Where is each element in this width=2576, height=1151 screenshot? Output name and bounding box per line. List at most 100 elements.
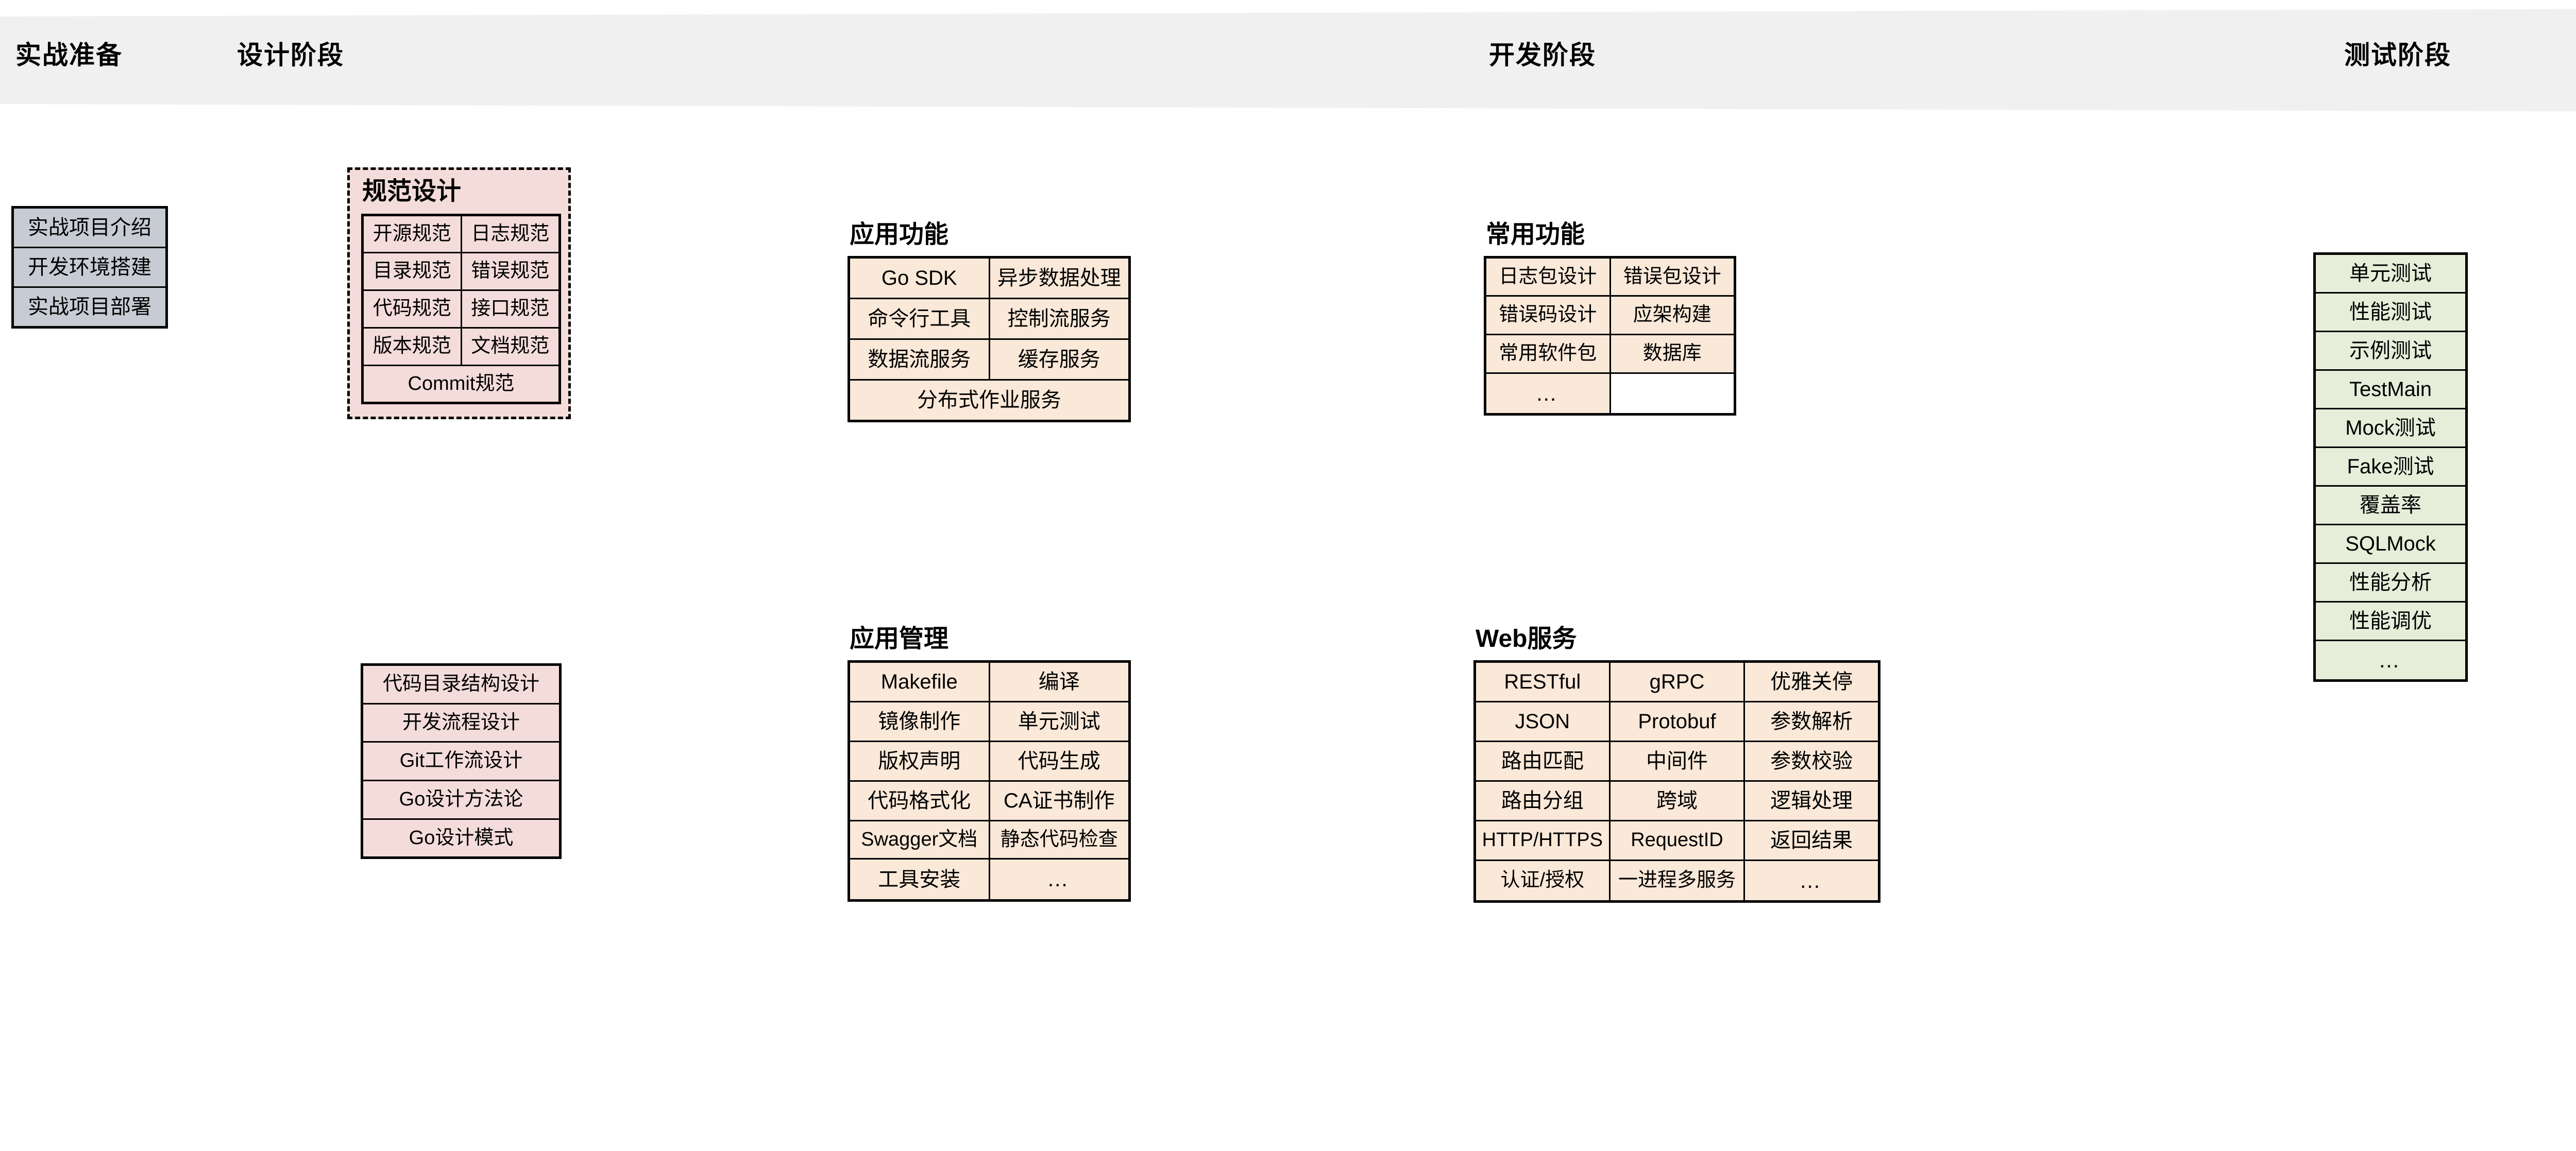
cell[interactable]: 跨域 [1608,780,1745,821]
table-row: TestMain [2314,369,2467,409]
table-row: HTTP/HTTPS RequestID 返回结果 [1474,819,1880,861]
cell[interactable]: 缓存服务 [988,338,1130,381]
table-row: 镜像制作 单元测试 [848,700,1130,742]
cell[interactable]: 应架构建 [1609,295,1736,336]
cell[interactable]: 版本规范 [362,327,462,366]
cell[interactable]: 错误规范 [460,252,561,291]
cell[interactable]: Makefile [848,660,990,702]
cell[interactable]: 文档规范 [460,327,561,366]
cell[interactable]: 控制流服务 [988,297,1130,340]
cell-ellipsis[interactable]: … [1484,372,1611,416]
table-row: 性能调优 [2314,601,2467,641]
table-row: 代码规范 接口规范 [362,289,561,329]
cell[interactable]: 优雅关停 [1743,660,1880,702]
banner-arrow-shape [0,9,2576,112]
cell[interactable]: 一进程多服务 [1608,859,1745,903]
cell-ellipsis[interactable]: … [2314,639,2467,682]
cell[interactable]: 目录规范 [362,252,462,291]
table-row: 开源规范 日志规范 [362,214,561,254]
cell[interactable]: 错误包设计 [1609,256,1736,297]
cell[interactable]: 数据流服务 [848,338,990,381]
group-spec-design: 规范设计 开源规范 日志规范 目录规范 错误规范 代码规范 接口规范 版本规范 … [347,167,571,420]
cell[interactable]: Go设计模式 [361,818,561,859]
cell[interactable]: 命令行工具 [848,297,990,340]
cell[interactable]: 逻辑处理 [1743,780,1880,821]
cell[interactable]: 覆盖率 [2314,485,2467,525]
web-service-table: RESTful gRPC 优雅关停 JSON Protobuf 参数解析 路由匹… [1473,660,1880,903]
cell[interactable]: 日志包设计 [1484,256,1611,297]
cell[interactable]: 返回结果 [1743,819,1880,861]
cell[interactable]: 代码格式化 [848,780,990,821]
cell[interactable]: 分布式作业服务 [848,379,1130,422]
cell[interactable]: TestMain [2314,369,2467,409]
cell-ellipsis[interactable]: … [988,858,1130,901]
cell[interactable]: 镜像制作 [848,700,990,742]
cell[interactable]: Fake测试 [2314,446,2467,487]
cell[interactable]: 示例测试 [2314,331,2467,371]
cell[interactable]: 实战项目介绍 [12,207,167,248]
cell[interactable]: 代码生成 [988,740,1130,782]
cell[interactable]: 开发环境搭建 [12,247,167,288]
cell[interactable]: 参数校验 [1743,740,1880,782]
table-row: 工具安装 … [848,858,1130,901]
cell[interactable]: RESTful [1474,660,1611,702]
table-row: 实战项目部署 [12,286,167,328]
cell[interactable]: 认证/授权 [1474,859,1611,903]
table-row: 代码目录结构设计 [361,664,561,705]
group-title: 规范设计 [362,178,462,205]
testing-table: 单元测试 性能测试 示例测试 TestMain Mock测试 Fake测试 覆盖… [2313,252,2468,682]
cell[interactable]: Protobuf [1608,700,1745,742]
table-row: 路由分组 跨域 逻辑处理 [1474,780,1880,821]
cell[interactable]: 中间件 [1608,740,1745,782]
cell[interactable]: 路由分组 [1474,780,1611,821]
cell[interactable]: Git工作流设计 [361,741,561,782]
table-row: 示例测试 [2314,331,2467,371]
cell[interactable]: Go SDK [848,256,990,299]
cell[interactable]: 常用软件包 [1484,334,1611,374]
table-row: 实战项目介绍 [12,207,167,248]
group-testing: 单元测试 性能测试 示例测试 TestMain Mock测试 Fake测试 覆盖… [2313,252,2468,682]
cell[interactable]: Swagger文档 [848,819,990,860]
cell[interactable]: 静态代码检查 [988,819,1130,860]
cell[interactable]: RequestID [1608,819,1745,861]
cell[interactable]: 单元测试 [988,700,1130,742]
cell[interactable]: JSON [1474,700,1611,742]
table-row: 单元测试 [2314,253,2467,294]
app-function-table: Go SDK 异步数据处理 命令行工具 控制流服务 数据流服务 缓存服务 分布式… [848,255,1131,422]
cell[interactable]: 路由匹配 [1474,740,1611,782]
cell[interactable]: 实战项目部署 [12,286,167,328]
cell[interactable]: gRPC [1608,660,1745,702]
group-web-service: Web服务 RESTful gRPC 优雅关停 JSON Protobuf 参数… [1473,625,1880,903]
phase-label-text: 设计阶段 [237,41,344,70]
cell-ellipsis[interactable]: … [1743,859,1880,903]
cell[interactable]: Mock测试 [2314,408,2467,448]
table-row: 路由匹配 中间件 参数校验 [1474,740,1880,782]
group-common-function: 常用功能 日志包设计 错误包设计 错误码设计 应架构建 常用软件包 数据库 … [1484,221,1736,416]
table-row: 目录规范 错误规范 [362,252,561,291]
cell[interactable]: 代码规范 [362,289,462,329]
cell[interactable]: Go设计方法论 [361,780,561,820]
cell[interactable]: SQLMock [2314,524,2467,564]
cell[interactable]: 性能分析 [2314,562,2467,603]
cell[interactable]: 版权声明 [848,740,990,782]
cell[interactable]: Commit规范 [362,364,561,404]
cell[interactable]: 数据库 [1609,334,1736,374]
table-row: 覆盖率 [2314,485,2467,525]
cell[interactable]: 编译 [988,660,1130,702]
cell[interactable]: CA证书制作 [988,780,1130,821]
cell[interactable]: 工具安装 [848,858,990,901]
cell[interactable]: 开发流程设计 [361,702,561,743]
table-row: 分布式作业服务 [848,379,1130,422]
cell[interactable]: 单元测试 [2314,253,2467,294]
cell[interactable]: 异步数据处理 [988,256,1130,299]
cell[interactable]: 日志规范 [460,214,561,254]
cell[interactable]: 开源规范 [362,214,462,254]
cell[interactable]: 接口规范 [460,289,561,329]
group-title: Web服务 [1476,625,1577,652]
cell[interactable]: 性能测试 [2314,292,2467,332]
cell[interactable]: 错误码设计 [1484,295,1611,336]
cell[interactable]: 性能调优 [2314,601,2467,641]
cell[interactable]: 代码目录结构设计 [361,664,561,705]
cell[interactable]: HTTP/HTTPS [1474,819,1611,861]
cell[interactable]: 参数解析 [1743,700,1880,742]
